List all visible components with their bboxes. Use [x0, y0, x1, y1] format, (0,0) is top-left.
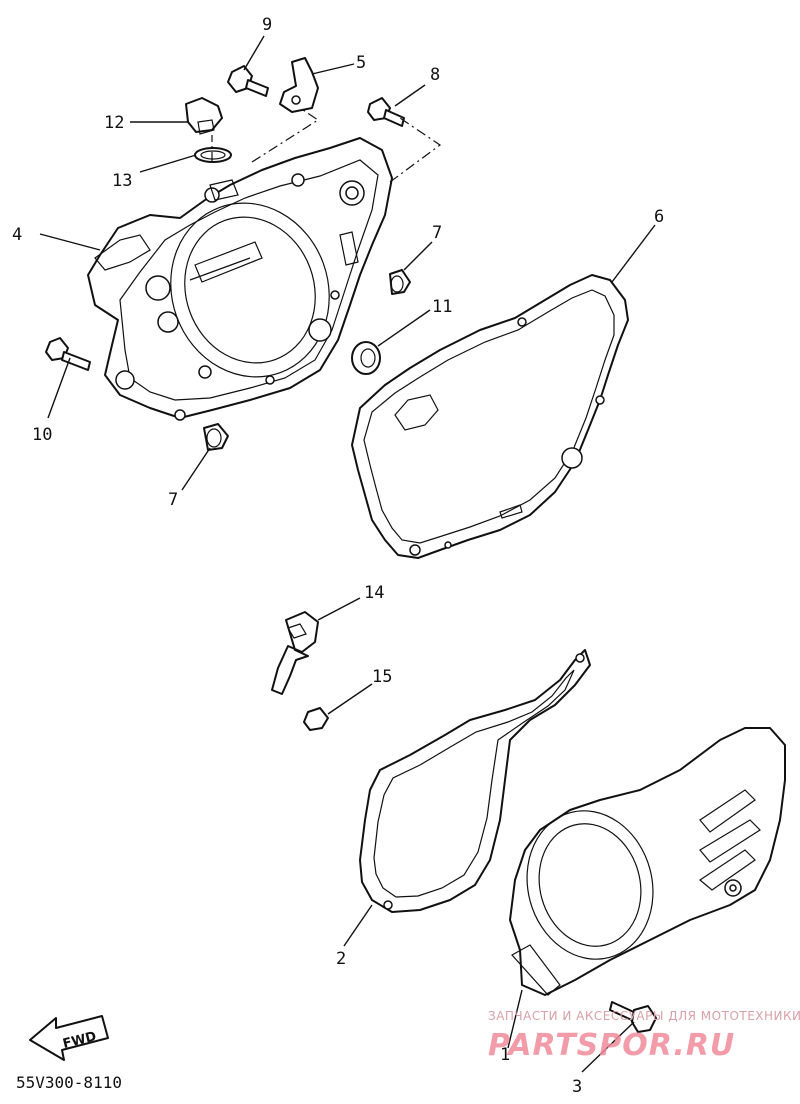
part-7-dowel-lower — [203, 423, 229, 451]
callout-9: 9 — [262, 15, 272, 35]
part-5-bracket — [279, 57, 319, 113]
diagram-code: 55V300-8110 — [16, 1073, 122, 1092]
part-14-clamp — [271, 611, 319, 695]
callout-7-upper: 7 — [432, 223, 442, 243]
callout-3: 3 — [572, 1077, 582, 1097]
leader-lines — [39, 35, 656, 1073]
watermark: ЗАПЧАСТИ И АКСЕССУАРЫ ДЛЯ МОТОТЕХНИКИ PA… — [488, 1009, 800, 1063]
part-9-bolt — [227, 65, 269, 97]
part-2-gasket — [359, 649, 591, 913]
callout-1: 1 — [500, 1045, 510, 1065]
part-6-gasket — [351, 274, 629, 559]
part-7-dowel-upper — [389, 269, 411, 295]
part-15-screw — [303, 707, 329, 731]
callout-11: 11 — [432, 297, 452, 317]
watermark-brand: PARTSPOR.RU — [488, 1028, 735, 1063]
part-1-magneto-cover — [509, 727, 786, 996]
callout-14: 14 — [364, 583, 384, 603]
callout-4: 4 — [12, 225, 22, 245]
callout-2: 2 — [336, 949, 346, 969]
forward-direction-arrow: FWD — [29, 1015, 109, 1061]
part-10-bolt — [45, 337, 91, 371]
callout-12: 12 — [104, 113, 124, 133]
callout-13: 13 — [112, 171, 132, 191]
callout-6: 6 — [654, 207, 664, 227]
callout-7-lower: 7 — [168, 490, 178, 510]
part-8-bolt — [367, 97, 405, 127]
part-12-oil-plug — [185, 97, 223, 135]
part-11-oil-seal — [351, 341, 381, 375]
part-4-crankcase-cover — [87, 137, 393, 421]
callout-10: 10 — [32, 425, 52, 445]
assembly-lines — [211, 107, 442, 183]
callout-15: 15 — [372, 667, 392, 687]
part-13-o-ring — [194, 147, 232, 163]
callout-8: 8 — [430, 65, 440, 85]
part-3-bolt — [609, 1001, 657, 1033]
callout-5: 5 — [356, 53, 366, 73]
watermark-tagline: ЗАПЧАСТИ И АКСЕССУАРЫ ДЛЯ МОТОТЕХНИКИ — [488, 1009, 800, 1023]
